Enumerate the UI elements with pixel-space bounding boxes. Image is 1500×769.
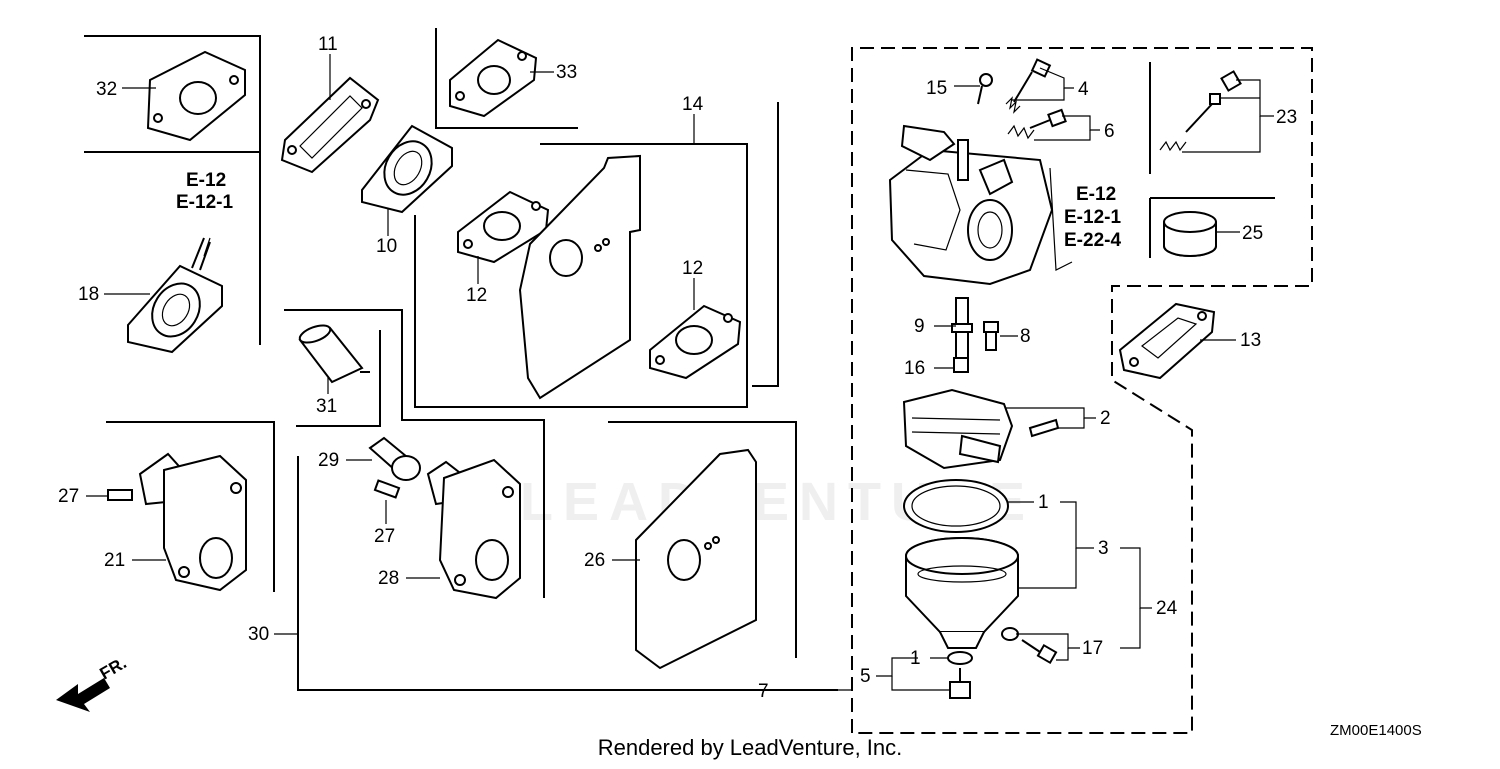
- body-21[interactable]: [138, 452, 247, 592]
- body-28[interactable]: [426, 458, 521, 600]
- solenoid-29[interactable]: [368, 436, 421, 481]
- washer-1[interactable]: [947, 651, 973, 665]
- gasket-33[interactable]: [449, 38, 538, 118]
- plate-14[interactable]: [518, 154, 641, 400]
- callout-24[interactable]: 24: [1156, 598, 1178, 619]
- bolt-17[interactable]: [1001, 627, 1058, 665]
- callout-14[interactable]: 14: [682, 94, 704, 115]
- callout-1-ring[interactable]: 1: [1038, 492, 1049, 513]
- callout-9[interactable]: 9: [914, 316, 925, 337]
- callout-3[interactable]: 3: [1098, 538, 1109, 559]
- callout-8[interactable]: 8: [1020, 326, 1031, 347]
- callout-11[interactable]: 11: [318, 34, 338, 55]
- ref-right-2[interactable]: E-12-1: [1064, 207, 1121, 228]
- callout-5[interactable]: 5: [860, 666, 871, 687]
- callout-2[interactable]: 2: [1100, 408, 1111, 429]
- o-ring-1[interactable]: [903, 479, 1009, 533]
- ref-left-1[interactable]: E-12: [186, 170, 226, 191]
- gasket-13[interactable]: [1118, 302, 1216, 380]
- callout-7[interactable]: 7: [758, 681, 769, 702]
- insulator-18[interactable]: [127, 237, 223, 354]
- callout-29[interactable]: 29: [318, 450, 339, 471]
- direction-label: FR.: [97, 653, 130, 683]
- callout-28[interactable]: 28: [378, 568, 399, 589]
- callout-6[interactable]: 6: [1104, 121, 1115, 142]
- screw-15[interactable]: [977, 73, 993, 105]
- callout-15[interactable]: 15: [926, 78, 947, 99]
- carburetor-assembly[interactable]: [888, 124, 1054, 286]
- gasket-11[interactable]: [280, 76, 380, 174]
- throttle-screw-6[interactable]: [1007, 108, 1067, 140]
- callout-17[interactable]: 17: [1082, 638, 1103, 659]
- callout-labels: 32 11 10 33 14 18 12 12 31 27 21 29 27 2…: [58, 34, 1297, 702]
- callout-21[interactable]: 21: [104, 550, 125, 571]
- callout-25[interactable]: 25: [1242, 223, 1263, 244]
- drain-bolt-5[interactable]: [949, 668, 971, 699]
- gasket-32[interactable]: [146, 50, 246, 142]
- callout-4[interactable]: 4: [1078, 79, 1089, 100]
- callout-18[interactable]: 18: [78, 284, 99, 305]
- leader-lines: [86, 54, 1274, 691]
- callout-30[interactable]: 30: [248, 624, 269, 645]
- tube-9[interactable]: [951, 297, 973, 359]
- jet-16[interactable]: [953, 357, 969, 373]
- float-pin[interactable]: [1028, 418, 1060, 438]
- callout-27-middle[interactable]: 27: [374, 526, 395, 547]
- insulator-10[interactable]: [361, 124, 453, 214]
- jet-27-left[interactable]: [107, 489, 133, 501]
- reference-labels-right: E-12 E-12-1 E-22-4: [1064, 184, 1121, 251]
- diagram-code: ZM00E1400S: [1330, 722, 1422, 739]
- pilot-screw-4[interactable]: [1005, 58, 1052, 114]
- callout-12-right[interactable]: 12: [682, 258, 703, 279]
- jet-27-middle[interactable]: [373, 479, 401, 499]
- needle-set-23[interactable]: [1159, 70, 1242, 152]
- footer-credit: Rendered by LeadVenture, Inc.: [597, 735, 903, 760]
- callout-33[interactable]: 33: [556, 62, 577, 83]
- callout-13[interactable]: 13: [1240, 330, 1261, 351]
- callout-27-left[interactable]: 27: [58, 486, 79, 507]
- reference-labels-left: E-12 E-12-1: [176, 170, 233, 213]
- gasket-26[interactable]: [635, 448, 757, 670]
- ref-left-2[interactable]: E-12-1: [176, 192, 233, 213]
- callout-12-left[interactable]: 12: [466, 285, 487, 306]
- fuel-filter-31[interactable]: [298, 322, 370, 384]
- callout-16[interactable]: 16: [904, 358, 925, 379]
- gasket-12-right[interactable]: [649, 304, 742, 380]
- ref-right-1[interactable]: E-12: [1076, 184, 1116, 205]
- plug-8[interactable]: [983, 321, 999, 351]
- front-direction-arrow: [56, 678, 110, 712]
- ref-right-3[interactable]: E-22-4: [1064, 230, 1121, 251]
- section-frames: [84, 28, 1313, 734]
- callout-26[interactable]: 26: [584, 550, 605, 571]
- callout-1-washer[interactable]: 1: [910, 648, 921, 669]
- callout-32[interactable]: 32: [96, 79, 117, 100]
- callout-31[interactable]: 31: [316, 396, 337, 417]
- callout-10[interactable]: 10: [376, 236, 397, 257]
- callout-23[interactable]: 23: [1276, 107, 1297, 128]
- float-2[interactable]: [902, 388, 1014, 470]
- float-chamber-3[interactable]: [905, 537, 1019, 649]
- gasket-12-left[interactable]: [457, 190, 550, 264]
- cap-25[interactable]: [1163, 211, 1217, 257]
